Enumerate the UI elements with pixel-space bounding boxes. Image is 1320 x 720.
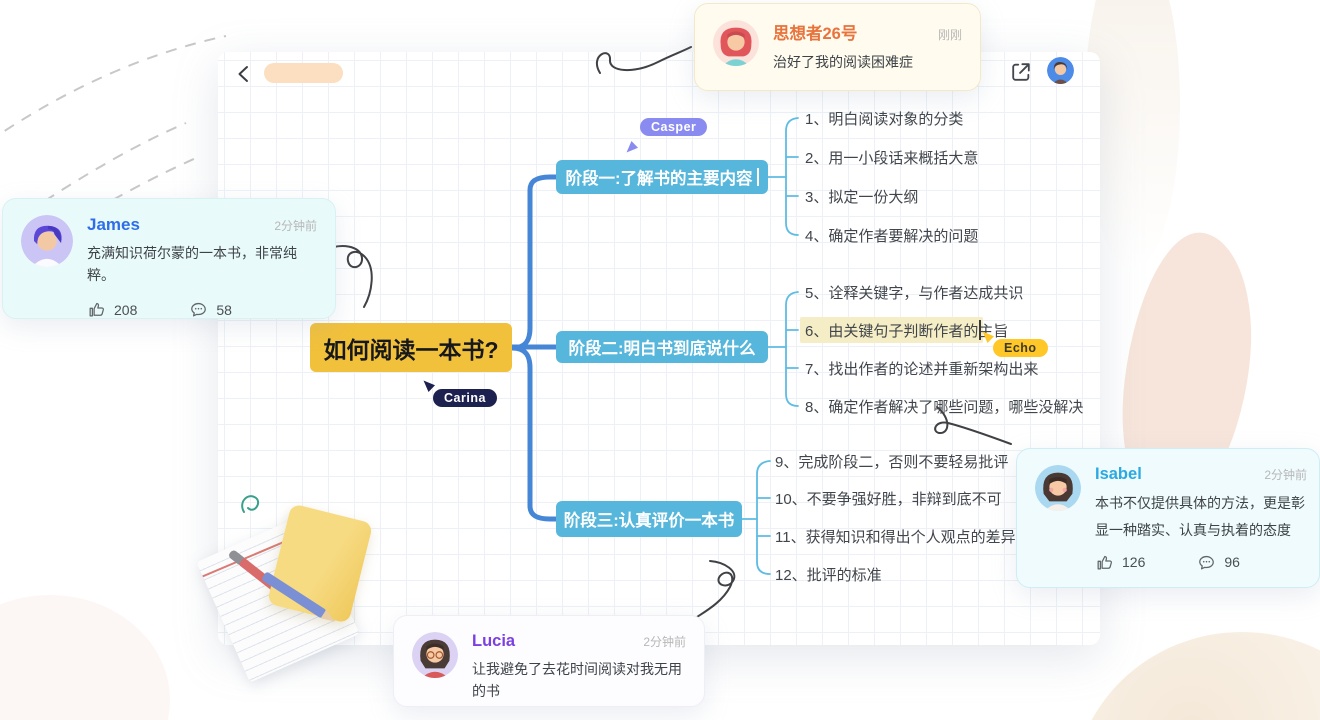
whiteboard-canvas[interactable]: 如何阅读一本书? 阶段一:了解书的主要内容 阶段二:明白书到底说什么 阶段三:认… — [218, 52, 1100, 645]
comment-time: 刚刚 — [937, 28, 962, 42]
reply-count: 58 — [216, 301, 232, 318]
leaf-item-9[interactable]: 9、完成阶段二，否则不要轻易批评 — [775, 453, 1009, 471]
like-button[interactable]: 208 — [87, 300, 137, 319]
stage2-label: 阶段二:明白书到底说什么 — [568, 340, 756, 358]
leaf-item-2[interactable]: 2、用一小段话来概括大意 — [805, 149, 979, 167]
comment-text: 治好了我的阅读困难症 — [773, 54, 913, 70]
collaborator-cursor-carina: Carina — [422, 379, 497, 407]
comment-time: 2分钟前 — [643, 635, 686, 649]
cursor-pointer-icon — [982, 331, 994, 343]
reply-button[interactable]: 58 — [189, 300, 232, 319]
comment-card-isabel[interactable]: Isabel 2分钟前 本书不仅提供具体的方法，更是彰显一种踏实、认真与执着的态… — [1016, 448, 1320, 588]
leaf-item-11[interactable]: 11、获得知识和得出个人观点的差异 — [775, 528, 1016, 546]
leaf-item-3[interactable]: 3、拟定一份大纲 — [805, 188, 919, 206]
reply-button[interactable]: 96 — [1197, 553, 1240, 572]
selection-highlight — [800, 317, 983, 343]
open-external-icon — [1012, 63, 1030, 81]
stage1-label: 阶段一:了解书的主要内容 — [565, 170, 753, 188]
leaf-item-7[interactable]: 7、找出作者的论述并重新架构出来 — [805, 360, 1039, 378]
cursor-name-tag: Echo — [993, 339, 1048, 357]
like-count: 208 — [114, 301, 138, 318]
commenter-name: Isabel — [1095, 465, 1142, 483]
leaf-item-4[interactable]: 4、确定作者要解决的问题 — [805, 227, 979, 245]
root-node-label: 如何阅读一本书? — [323, 336, 499, 363]
avatar-thinker26 — [713, 20, 759, 66]
collaborator-cursor-casper: Casper — [626, 118, 708, 153]
comment-text: 充满知识荷尔蒙的一本书，非常纯粹。 — [87, 245, 297, 283]
current-user-avatar[interactable] — [1047, 57, 1074, 84]
comment-bubble-icon — [191, 303, 207, 317]
cursor-pointer-icon — [626, 141, 638, 153]
decor-blob — [0, 595, 170, 720]
decor-blob — [1085, 0, 1180, 270]
chevron-left-icon — [238, 66, 248, 82]
leaf-item-8[interactable]: 8、确定作者解决了哪些问题，哪些没解决 — [805, 398, 1084, 416]
user-avatar-icon — [1047, 57, 1074, 84]
like-button[interactable]: 126 — [1095, 553, 1145, 572]
mindmap-stage3-node[interactable]: 阶段三:认真评价一本书 — [556, 501, 742, 537]
leaf-item-10[interactable]: 10、不要争强好胜，非辩到底不可 — [775, 490, 1002, 508]
comment-card-lucia[interactable]: Lucia 2分钟前 让我避免了去花时间阅读对我无用的书 — [393, 615, 705, 707]
avatar-lucia — [412, 632, 458, 678]
comment-bubble-icon — [1199, 555, 1215, 570]
text-caret — [979, 320, 981, 340]
commenter-name: 思想者26号 — [773, 25, 858, 43]
cursor-pointer-icon — [423, 380, 435, 392]
like-count: 126 — [1122, 554, 1146, 571]
comment-text: 让我避免了去花时间阅读对我无用的书 — [472, 661, 682, 699]
cursor-name-tag: Casper — [640, 118, 708, 136]
collaborator-cursor-echo: Echo — [981, 330, 1048, 357]
share-button[interactable] — [1008, 59, 1034, 85]
avatar-james — [21, 215, 73, 267]
decor-blob — [1072, 632, 1320, 720]
leaf-item-5[interactable]: 5、诠释关键字，与作者达成共识 — [805, 284, 1024, 302]
commenter-name: James — [87, 215, 140, 234]
leaf-item-1[interactable]: 1、明白阅读对象的分类 — [805, 110, 964, 128]
leaf-item-6[interactable]: 6、由关键句子判断作者的主旨 — [805, 322, 1009, 340]
thumbs-up-icon — [89, 303, 104, 317]
mindmap-stage1-node[interactable]: 阶段一:了解书的主要内容 — [556, 160, 768, 194]
thumbs-up-icon — [1097, 555, 1112, 570]
mindmap-stage2-node[interactable]: 阶段二:明白书到底说什么 — [556, 331, 768, 363]
comment-card-thinker26[interactable]: 思想者26号 刚刚 治好了我的阅读困难症 — [694, 3, 981, 91]
comment-card-james[interactable]: James 2分钟前 充满知识荷尔蒙的一本书，非常纯粹。 208 58 — [2, 198, 336, 319]
comment-time: 2分钟前 — [274, 219, 317, 233]
back-button[interactable] — [230, 60, 258, 88]
cursor-name-tag: Carina — [433, 389, 497, 407]
board-header — [218, 52, 1100, 98]
board-title-placeholder[interactable] — [264, 63, 343, 83]
comment-time: 2分钟前 — [1264, 468, 1307, 482]
mindmap-root-node[interactable]: 如何阅读一本书? — [310, 323, 512, 372]
reply-count: 96 — [1224, 554, 1240, 571]
stage3-label: 阶段三:认真评价一本书 — [563, 512, 735, 530]
avatar-isabel — [1035, 465, 1081, 511]
commenter-name: Lucia — [472, 632, 516, 650]
comment-text: 本书不仅提供具体的方法，更是彰显一种踏实、认真与执着的态度 — [1095, 495, 1305, 539]
leaf-item-12[interactable]: 12、批评的标准 — [775, 566, 882, 584]
text-caret — [756, 168, 759, 186]
